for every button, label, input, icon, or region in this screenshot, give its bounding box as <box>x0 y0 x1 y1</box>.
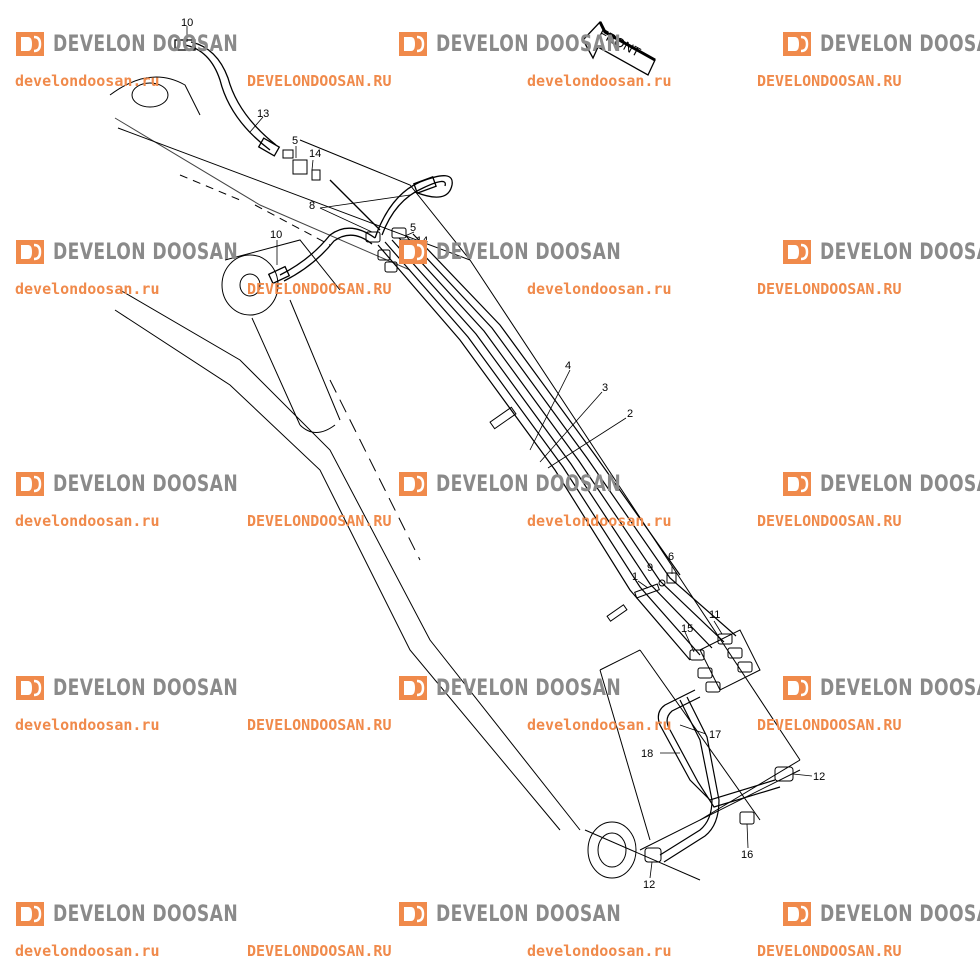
watermark-url: develondoosan.ru <box>527 72 672 90</box>
watermark-url: DEVELONDOOSAN.RU <box>247 72 392 90</box>
plug-16 <box>739 811 755 825</box>
watermark-url: DEVELONDOOSAN.RU <box>757 72 902 90</box>
hose-10 <box>267 227 376 285</box>
boom-foot-pivot <box>109 76 201 116</box>
watermark-url: develondoosan.ru <box>15 512 160 530</box>
boom-cylinder <box>221 239 341 433</box>
hose-upper-loop <box>329 175 453 239</box>
watermark-url: DEVELONDOOSAN.RU <box>757 942 902 960</box>
watermark-url: DEVELONDOOSAN.RU <box>247 280 392 298</box>
hose-13 <box>174 39 281 157</box>
callout-8: 8 <box>309 200 315 212</box>
watermark-url: develondoosan.ru <box>527 512 672 530</box>
callout-10a: 10 <box>181 17 193 29</box>
callout-5b: 5 <box>410 222 416 234</box>
watermark-url: DEVELONDOOSAN.RU <box>757 512 902 530</box>
callout-17: 17 <box>709 729 721 741</box>
watermark-url: develondoosan.ru <box>527 716 672 734</box>
callout-1: 1 <box>632 571 638 583</box>
fitting-5-block <box>282 149 321 181</box>
callout-10b: 10 <box>270 229 282 241</box>
callouts: 10 13 5 14 8 10 5 14 4 3 2 6 9 1 11 15 1… <box>181 17 825 891</box>
callout-16: 16 <box>741 849 753 861</box>
callout-18: 18 <box>641 748 653 760</box>
callout-5a: 5 <box>292 135 298 147</box>
callout-6: 6 <box>668 551 674 563</box>
callout-9: 9 <box>647 562 653 574</box>
bolt-part-1 <box>634 583 660 599</box>
callout-14b: 14 <box>416 235 428 247</box>
watermark-url: develondoosan.ru <box>527 942 672 960</box>
callout-3: 3 <box>602 382 608 394</box>
callout-12b: 12 <box>643 879 655 891</box>
boom-outline <box>114 117 801 881</box>
watermark-url: DEVELONDOOSAN.RU <box>757 716 902 734</box>
main-tube-bundle <box>377 233 737 661</box>
watermark-url: develondoosan.ru <box>527 280 672 298</box>
callout-4: 4 <box>565 360 571 372</box>
watermark-url: DEVELONDOOSAN.RU <box>247 512 392 530</box>
arm-pivot-boss <box>587 821 637 879</box>
callout-13: 13 <box>257 108 269 120</box>
leader-lines <box>186 26 813 879</box>
front-direction-arrow: FRONT <box>582 20 656 76</box>
watermark-url: DEVELONDOOSAN.RU <box>757 280 902 298</box>
washer-part-9 <box>658 579 666 587</box>
watermark-url: DEVELONDOOSAN.RU <box>247 942 392 960</box>
manifold-block-11 <box>689 629 761 693</box>
callout-12a: 12 <box>813 771 825 783</box>
watermark-url: develondoosan.ru <box>15 716 160 734</box>
callout-14a: 14 <box>309 148 321 160</box>
fittings-cluster <box>365 227 415 273</box>
watermark-url: develondoosan.ru <box>15 942 160 960</box>
tube-clamp <box>489 406 628 622</box>
watermark-url: develondoosan.ru <box>15 280 160 298</box>
callout-2: 2 <box>627 408 633 420</box>
watermark-url: develondoosan.ru <box>15 72 160 90</box>
callout-15: 15 <box>681 623 693 635</box>
watermark-url: DEVELONDOOSAN.RU <box>247 716 392 734</box>
bolt-part-6 <box>666 572 677 584</box>
callout-11: 11 <box>709 609 720 621</box>
tubes-17-18 <box>657 689 781 863</box>
